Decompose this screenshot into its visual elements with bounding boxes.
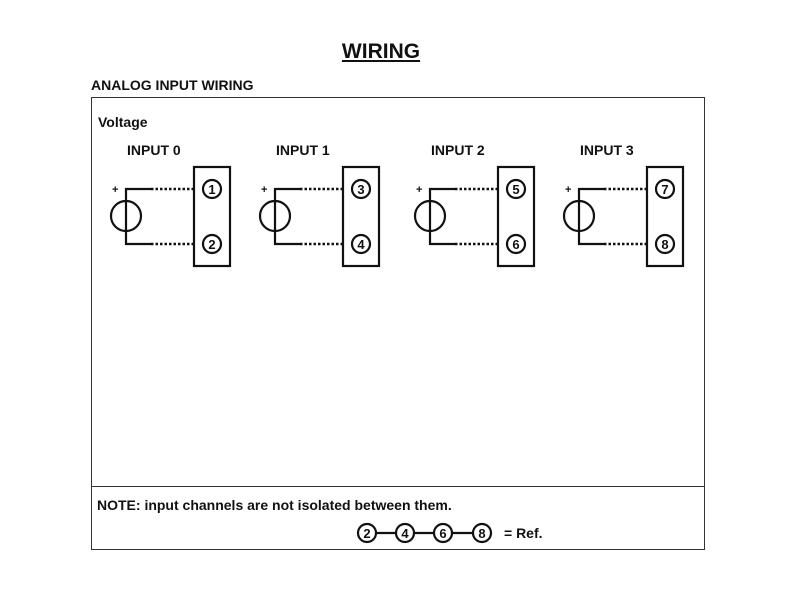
input-0-terminal-1 bbox=[201, 178, 223, 200]
input-1-plus-sign: + bbox=[261, 184, 267, 196]
input-3-label: INPUT 3 bbox=[580, 142, 634, 158]
ref-terminal-2-label: 2 bbox=[363, 526, 370, 541]
input-2-terminal-5-label: 5 bbox=[512, 182, 519, 197]
wiring-frame bbox=[91, 97, 705, 550]
input-0-terminal-2-label: 2 bbox=[208, 237, 215, 252]
ref-terminal-6-label: 6 bbox=[439, 526, 446, 541]
ref-label: = Ref. bbox=[504, 525, 543, 541]
input-0-terminal-block bbox=[192, 165, 232, 268]
input-1-label: INPUT 1 bbox=[276, 142, 330, 158]
input-1-terminal-3-label: 3 bbox=[357, 182, 364, 197]
ref-terminal-4-label: 4 bbox=[401, 526, 409, 541]
input-0-terminal-2 bbox=[201, 233, 223, 255]
input-0-terminal-1-label: 1 bbox=[208, 182, 215, 197]
section-title: ANALOG INPUT WIRING bbox=[91, 77, 254, 93]
voltage-label: Voltage bbox=[98, 114, 148, 130]
ref-terminal-8 bbox=[471, 522, 493, 544]
ref-terminal-8-label: 8 bbox=[478, 526, 485, 541]
ref-terminal-4 bbox=[394, 522, 416, 544]
page-title: WIRING bbox=[341, 40, 421, 63]
input-2-terminal-6 bbox=[505, 233, 527, 255]
input-2-terminal-5 bbox=[505, 178, 527, 200]
input-0-plus-sign: + bbox=[112, 184, 118, 196]
input-3-terminal-8-label: 8 bbox=[661, 237, 668, 252]
ref-terminal-6 bbox=[432, 522, 454, 544]
input-0-label: INPUT 0 bbox=[127, 142, 181, 158]
isolation-note: NOTE: input channels are not isolated be… bbox=[97, 497, 452, 513]
input-1-terminal-4-label: 4 bbox=[357, 237, 365, 252]
note-divider bbox=[91, 486, 705, 487]
input-2-label: INPUT 2 bbox=[431, 142, 485, 158]
input-3-plus-sign: + bbox=[565, 184, 571, 196]
input-2-plus-sign: + bbox=[416, 184, 422, 196]
input-1-terminal-3 bbox=[350, 178, 372, 200]
input-3-source-leads bbox=[577, 187, 604, 246]
input-1-source-leads bbox=[273, 187, 300, 246]
input-3-terminal-7 bbox=[654, 178, 676, 200]
input-3-terminal-7-label: 7 bbox=[661, 182, 668, 197]
input-3-terminal-8 bbox=[654, 233, 676, 255]
input-1-terminal-4 bbox=[350, 233, 372, 255]
ref-terminal-2 bbox=[356, 522, 378, 544]
input-2-terminal-6-label: 6 bbox=[512, 237, 519, 252]
input-2-source-leads bbox=[428, 187, 455, 246]
input-0-source-leads bbox=[124, 187, 151, 246]
